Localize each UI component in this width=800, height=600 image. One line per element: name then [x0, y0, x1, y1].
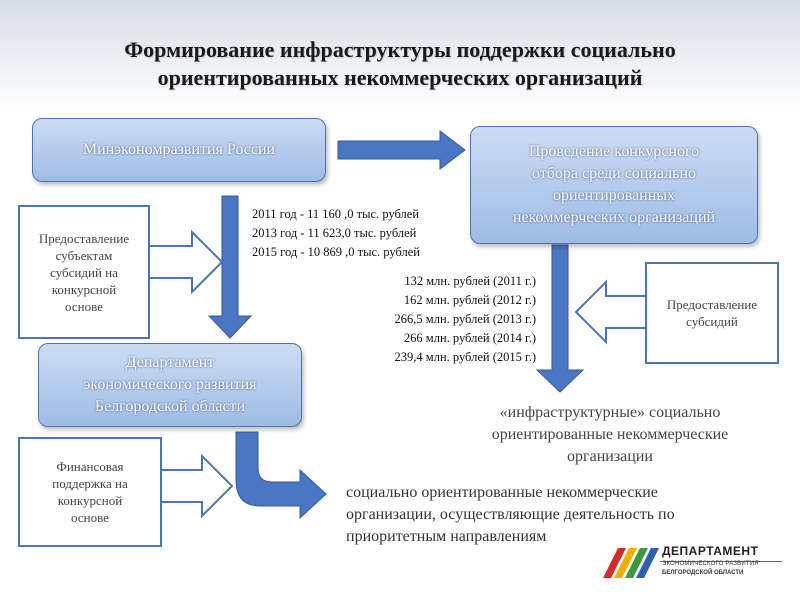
regional-funding-item: 2011 год - 11 160 ,0 тыс. рублей — [252, 207, 420, 221]
arrow-ministry-to-contest — [337, 129, 466, 171]
federal-funding-item: 162 млн. рублей (2012 г.) — [403, 293, 536, 307]
subsidy-line: Предоставление — [666, 297, 758, 312]
logo-line-1: ДЕПАРТАМЕНТ — [662, 544, 759, 558]
priority-orgs-line: социально ориентированные некоммерческие — [346, 484, 658, 501]
contest-line: отбора среди социально — [531, 165, 697, 182]
federal-subsidy-line: основе — [65, 298, 103, 314]
department-box: Департамент экономического развития Белг… — [38, 343, 302, 427]
priority-orgs-line: организации, осуществляющие деятельность… — [346, 506, 675, 523]
federal-subsidy-line: субсидий на — [50, 264, 118, 280]
contest-line: некоммерческих организаций — [512, 209, 716, 226]
infrastructure-orgs-line: «инфраструктурные» социально — [499, 404, 721, 421]
financial-support-box: Финансовая поддержка на конкурсной основ… — [18, 437, 162, 547]
contest-box: Проведение конкурсного отбора среди соци… — [470, 126, 758, 244]
regional-funding-item: 2013 год - 11 623,0 тыс. рублей — [252, 226, 417, 240]
department-line: Белгородской области — [94, 398, 246, 415]
federal-funding-list: 132 млн. рублей (2011 г.) 162 млн. рубле… — [340, 272, 536, 367]
federal-subsidy-box: Предоставление субъектам субсидий на кон… — [18, 205, 150, 339]
department-line: экономического развития — [83, 376, 257, 393]
logo-emblem-icon — [603, 548, 782, 578]
title-line-1: Формирование инфраструктуры поддержки со… — [124, 37, 676, 62]
federal-subsidy-line: субъектам — [55, 247, 113, 263]
priority-orgs-line: приоритетным направлениям — [346, 528, 547, 545]
infrastructure-orgs-line: ориентированные некоммерческие — [491, 426, 729, 443]
page-title: Формирование инфраструктуры поддержки со… — [40, 36, 760, 92]
ministry-label: Минэкономразвития России — [82, 141, 276, 158]
contest-line: Проведение конкурсного — [528, 143, 700, 160]
title-line-2: ориентированных некоммерческих организац… — [157, 65, 643, 90]
arrow-federal-side — [147, 229, 224, 295]
department-logo: ДЕПАРТАМЕНТ ЭКОНОМИЧЕСКОГО РАЗВИТИЯ БЕЛГ… — [662, 544, 786, 576]
subsidy-box: Предоставление субсидий — [645, 262, 779, 364]
financial-support-line: поддержка на — [52, 476, 128, 491]
header-band — [0, 0, 800, 110]
financial-support-line: основе — [71, 510, 109, 525]
federal-funding-item: 239,4 млн. рублей (2015 г.) — [394, 350, 536, 364]
arrow-ministry-to-department — [207, 195, 253, 339]
subsidy-line: субсидий — [686, 314, 738, 329]
federal-funding-item: 266,5 млн. рублей (2013 г.) — [394, 312, 536, 326]
federal-funding-item: 132 млн. рублей (2011 г.) — [404, 274, 536, 288]
priority-orgs-text: социально ориентированные некоммерческие… — [346, 482, 766, 548]
federal-subsidy-line: конкурсной — [51, 281, 117, 297]
department-line: Департамент — [125, 354, 215, 371]
federal-subsidy-line: Предоставление — [38, 230, 130, 246]
infrastructure-orgs-text: «инфраструктурные» социально ориентирова… — [440, 402, 780, 468]
arrow-department-to-priority — [235, 431, 327, 520]
federal-funding-item: 266 млн. рублей (2014 г.) — [403, 331, 536, 345]
contest-line: ориентированных — [552, 187, 676, 204]
regional-funding-item: 2015 год - 10 869 ,0 тыс. рублей — [252, 245, 420, 259]
logo-line-2: ЭКОНОМИЧЕСКОГО РАЗВИТИЯ — [662, 561, 759, 567]
financial-support-line: Финансовая — [56, 459, 124, 474]
arrow-subsidy-side — [574, 279, 651, 345]
arrow-contest-to-infrastructure — [535, 244, 585, 393]
regional-funding-list: 2011 год - 11 160 ,0 тыс. рублей 2013 го… — [252, 205, 420, 262]
logo-line-3: БЕЛГОРОДСКОЙ ОБЛАСТИ — [662, 570, 744, 576]
infrastructure-orgs-line: организации — [567, 448, 653, 465]
ministry-box: Минэкономразвития России — [32, 118, 326, 182]
financial-support-line: конкурсной — [57, 493, 123, 508]
